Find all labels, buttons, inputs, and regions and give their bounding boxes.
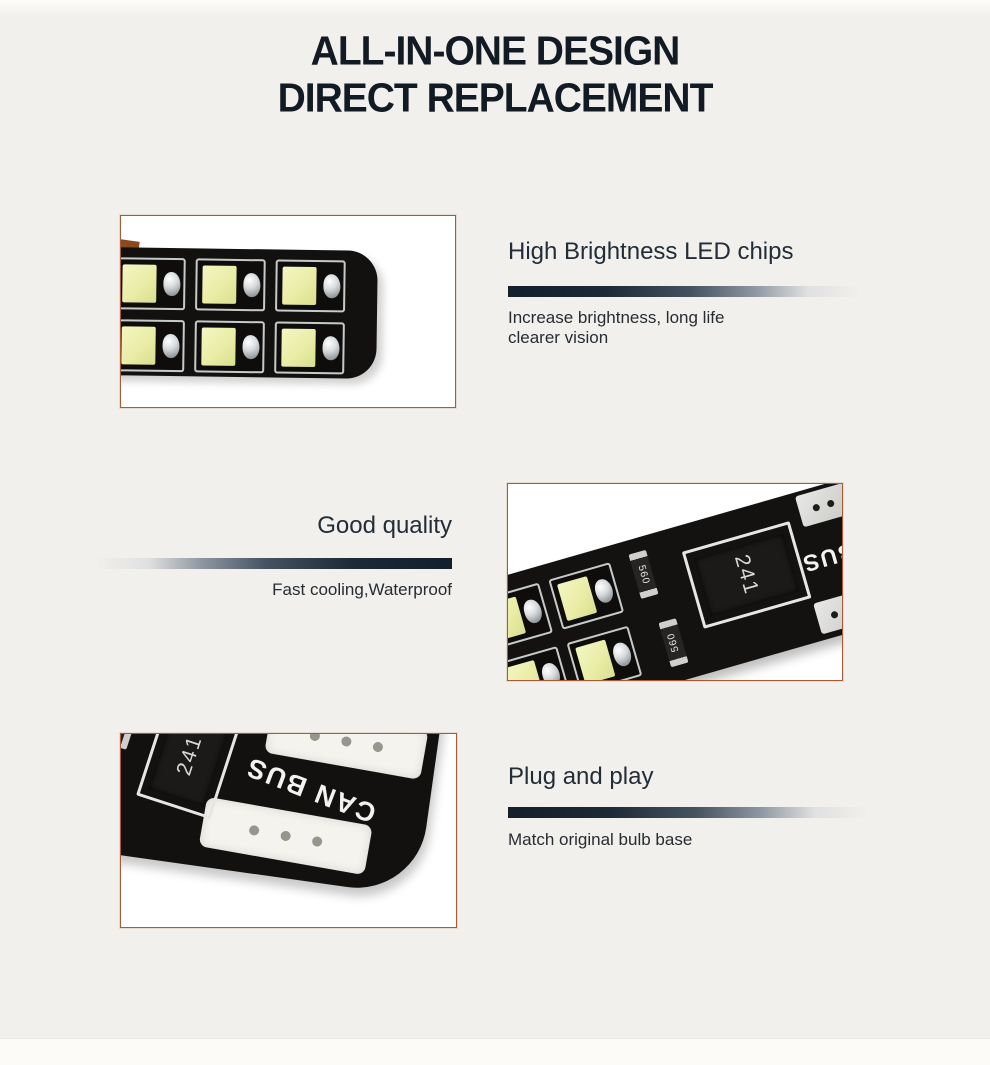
led-die [201,327,237,366]
pad-dot [372,741,384,753]
led-die [575,639,616,680]
solder-blob [592,577,616,605]
chip-241-label: 241 [172,733,207,779]
led-module [275,259,346,313]
led-die [556,576,598,622]
led-module [194,320,265,374]
pad-dot [826,498,835,508]
solder-blob [243,273,261,298]
top-fade [0,0,990,16]
led-module [548,562,625,630]
resistor-560-label: 560 [635,563,652,586]
page-title: ALL-IN-ONE DESIGN DIRECT REPLACEMENT [0,28,990,122]
solder-blob [323,274,341,299]
chip-241: 241 [681,521,812,629]
divider-bar [508,286,860,297]
solder-blob [322,336,340,361]
feature-heading-brightness: High Brightness LED chips [508,238,794,265]
led-die [122,264,157,303]
bulb-base-body: 241 560 CAN BUS [121,733,443,897]
feature-description-brightness: Increase brightness, long life clearer v… [508,308,725,347]
product-photo-bulb-base: 241 560 CAN BUS [120,733,457,928]
feature-description-plug-and-play: Match original bulb base [508,830,693,849]
divider-bar [508,807,868,818]
led-module [508,646,572,680]
led-module [508,582,554,651]
led-die [281,328,317,368]
led-pcb-strip [121,247,378,379]
led-board-diagonal: 560 560 241 CAN BUS [508,484,843,680]
pad-dot [309,734,321,742]
resistor-560-label: 560 [665,631,682,654]
led-die [282,266,317,306]
solder-blob [163,271,181,297]
bottom-strip [0,1038,990,1065]
product-photo-led-chips [120,215,456,408]
resistor-560: 560 [121,734,132,750]
pad-dot [279,830,292,842]
resistor-560: 560 [628,549,659,599]
solder-blob [610,640,634,669]
feature-heading-quality: Good quality [317,512,452,539]
led-die [202,265,237,304]
pad-dot [311,835,323,848]
pad-dot [811,502,821,512]
solder-blob [539,660,563,680]
feature-description-quality: Fast cooling,Waterproof [272,580,452,599]
product-photo-led-board: 560 560 241 CAN BUS [507,483,843,681]
resistor-560: 560 [658,618,689,668]
led-module [274,321,345,375]
solder-pad [794,484,842,528]
led-module [121,257,186,311]
page-title-line1: ALL-IN-ONE DESIGN [310,29,681,74]
solder-blob [242,335,260,360]
feature-heading-plug-and-play: Plug and play [508,763,654,790]
solder-blob [162,333,180,359]
canbus-label: CAN BUS [798,520,843,578]
solder-pad [813,589,842,635]
page-title-line2: DIRECT REPLACEMENT [277,76,714,121]
led-module [121,319,185,373]
chip-241-label: 241 [730,551,764,598]
divider-bar [95,558,452,569]
solder-blob [521,597,545,626]
led-module [566,625,643,680]
pad-dot [340,735,353,748]
pad-dot [248,824,260,837]
led-die [121,326,157,365]
led-module [195,258,266,312]
led-die [508,659,545,680]
pad-dot [830,609,839,619]
